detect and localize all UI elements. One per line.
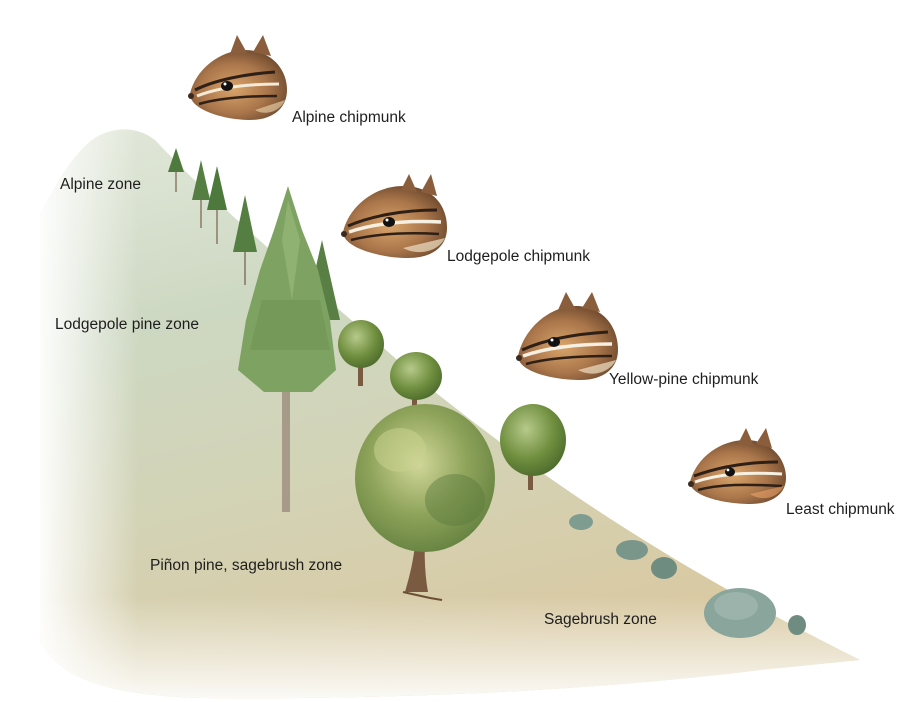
species-label-lodgepole-chipmunk: Lodgepole chipmunk xyxy=(447,248,591,265)
alpine-chipmunk-illustration xyxy=(188,35,287,120)
conifer-tree xyxy=(233,195,257,285)
mid-slope-trees xyxy=(338,320,566,601)
species-label-yellow-pine-chipmunk: Yellow-pine chipmunk xyxy=(609,371,759,388)
least-chipmunk-illustration xyxy=(688,428,786,504)
broadleaf-tree xyxy=(500,404,566,490)
conifer-tree xyxy=(168,148,184,192)
sagebrush-shrub xyxy=(788,615,806,635)
zone-label-pinon-sagebrush: Piñon pine, sagebrush zone xyxy=(150,557,343,574)
lodgepole-pines xyxy=(238,186,340,512)
sagebrush-shrubs xyxy=(569,514,806,638)
sagebrush-shrub xyxy=(616,540,648,560)
sagebrush-shrub xyxy=(569,514,593,530)
conifer-tree xyxy=(207,166,227,244)
tall-lodgepole-pine xyxy=(238,186,336,512)
broadleaf-tree xyxy=(338,320,384,386)
zone-label-lodgepole-pine: Lodgepole pine zone xyxy=(55,316,199,333)
yellow-pine-chipmunk-illustration xyxy=(516,292,618,380)
zone-label-sagebrush: Sagebrush zone xyxy=(544,611,657,628)
zone-label-alpine: Alpine zone xyxy=(60,176,142,193)
conifer-tree xyxy=(192,160,210,228)
broadleaf-tree xyxy=(390,352,442,408)
species-label-alpine-chipmunk: Alpine chipmunk xyxy=(292,109,406,126)
sagebrush-shrub xyxy=(714,592,758,620)
pinon-pine-tree xyxy=(355,404,495,601)
sagebrush-shrub xyxy=(651,557,677,579)
species-label-least-chipmunk: Least chipmunk xyxy=(786,501,895,518)
lodgepole-chipmunk-illustration xyxy=(341,174,447,258)
alpine-conifers xyxy=(168,148,257,285)
